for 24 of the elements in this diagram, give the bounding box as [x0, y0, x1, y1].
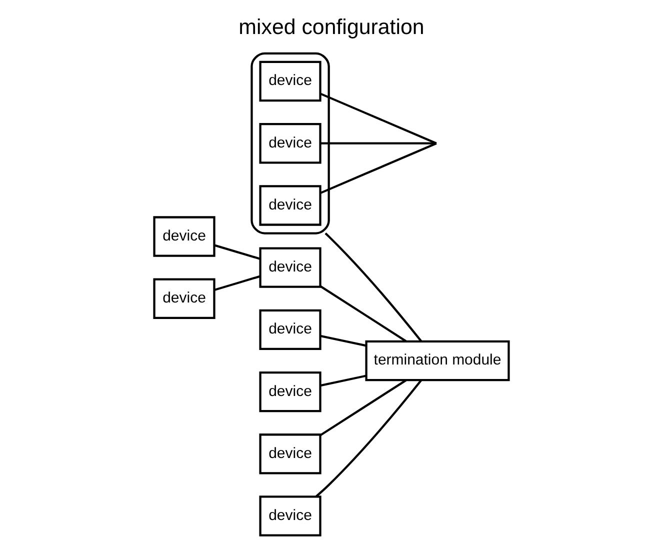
node-box: device — [259, 309, 322, 350]
node-box: device — [259, 60, 322, 102]
node-box: device — [259, 123, 322, 164]
node-box: device — [259, 496, 322, 536]
node-box: termination module — [365, 340, 510, 382]
node-box: device — [259, 371, 322, 412]
connector — [320, 285, 407, 342]
connector — [324, 232, 422, 342]
node-box: device — [153, 278, 216, 319]
diagram-title: mixed configuration — [238, 15, 424, 40]
node-box: device — [259, 247, 322, 288]
connector — [320, 92, 437, 144]
cluster — [250, 52, 330, 234]
connector — [320, 334, 366, 347]
connector — [214, 275, 260, 291]
node-box: device — [153, 216, 216, 257]
node-box: device — [259, 185, 322, 226]
connector — [320, 142, 437, 194]
connector — [320, 379, 407, 436]
connector — [320, 374, 366, 387]
node-box: device — [259, 434, 322, 474]
connector — [320, 142, 436, 144]
connector — [214, 244, 260, 260]
connector — [315, 379, 422, 498]
